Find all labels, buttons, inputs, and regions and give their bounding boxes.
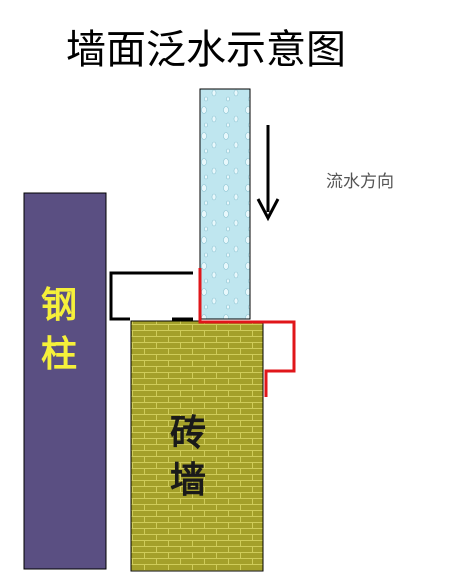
flow-direction-label: 流水方向 (326, 172, 394, 192)
diagram-title: 墙面泛水示意图 (66, 27, 346, 73)
red-flashing (198, 268, 296, 397)
down-arrow-icon (256, 125, 280, 222)
steel-column (23, 192, 107, 570)
steel-column-label-2: 柱 (41, 334, 77, 375)
brick-wall-label-1: 砖 (170, 413, 206, 454)
brick-wall-label-2: 墙 (170, 460, 206, 501)
water-panel (199, 88, 251, 320)
brick-wall (130, 320, 264, 572)
c-channel (109, 271, 193, 321)
steel-column-label-1: 钢 (41, 285, 77, 326)
